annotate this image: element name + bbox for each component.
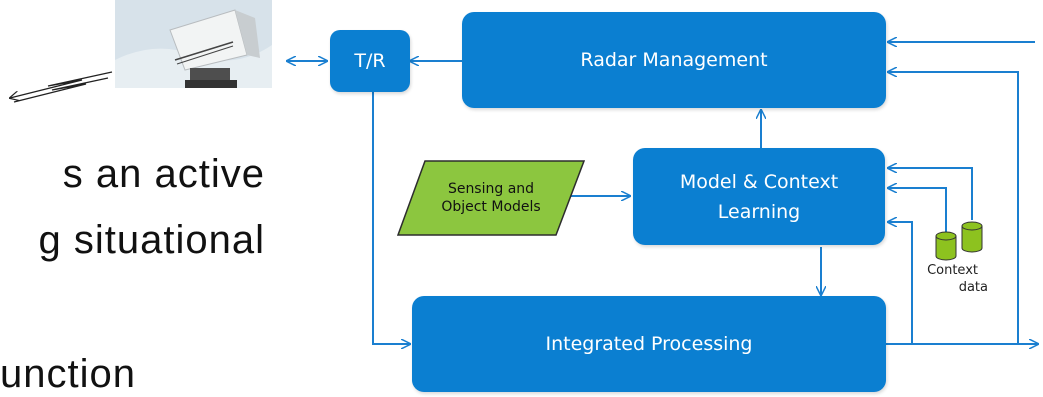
context-data-cylinders bbox=[935, 221, 983, 261]
model-context-learning-block: Model & Context Learning bbox=[633, 148, 885, 245]
radar-management-block: Radar Management bbox=[462, 12, 886, 108]
sensing-label-line1: Sensing and bbox=[447, 181, 535, 197]
body-text-line3: unction bbox=[0, 352, 136, 396]
model-context-label-line2: Learning bbox=[717, 200, 801, 223]
radar-management-label: Radar Management bbox=[580, 49, 768, 71]
context-data-line2: data bbox=[958, 280, 988, 295]
sensing-label-line2: Object Models bbox=[441, 199, 541, 215]
radar-antenna-image bbox=[115, 0, 272, 88]
context-data-line1: Context bbox=[927, 263, 978, 278]
sensing-object-models-block: Sensing and Object Models bbox=[397, 160, 585, 236]
model-context-label-line1: Model & Context bbox=[679, 170, 839, 193]
integrated-processing-label: Integrated Processing bbox=[545, 333, 753, 355]
tr-label: T/R bbox=[354, 50, 386, 72]
context-data-label: Context data bbox=[920, 262, 1000, 296]
parallelogram-shape bbox=[397, 160, 585, 236]
database-icon bbox=[935, 231, 957, 261]
body-text-line1: s an active bbox=[62, 152, 265, 196]
radar-antenna-illustration bbox=[115, 0, 272, 88]
body-text-line2: g situational bbox=[38, 218, 265, 262]
integrated-processing-block: Integrated Processing bbox=[412, 296, 886, 392]
tr-block: T/R bbox=[330, 30, 410, 92]
database-icon bbox=[961, 221, 983, 253]
